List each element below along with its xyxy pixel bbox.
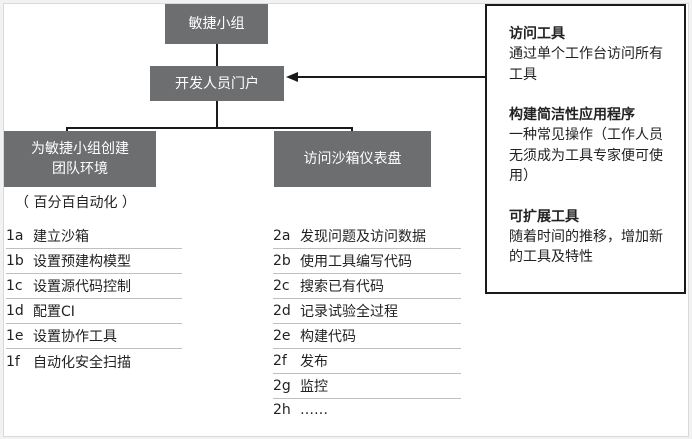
node-root: 敏捷小组 — [165, 4, 268, 44]
node-right-label: 访问沙箱仪表盘 — [303, 151, 402, 167]
item-code: 2b — [273, 253, 291, 269]
item-label: 自动化安全扫描 — [33, 354, 131, 371]
note-group: 构建简洁性应用程序 一种常见操作（工作人员无须成为工具专家便可使用） — [509, 105, 668, 187]
node-root-label: 敏捷小组 — [188, 16, 245, 32]
item-code: 1e — [6, 328, 24, 344]
list-item: 2e 构建代码 — [273, 324, 461, 349]
note-desc: 一种常见操作（工作人员无须成为工具专家便可使用） — [509, 127, 663, 184]
left-subtitle: （ 百分百自动化 ） — [15, 195, 136, 211]
list-item: 1b 设置预建构模型 — [6, 249, 182, 274]
connector-portal-down — [216, 101, 218, 128]
list-item: 2a 发现问题及访问数据 — [273, 224, 461, 249]
arrow-head-icon — [286, 72, 298, 82]
list-item: 2c 搜索已有代码 — [273, 274, 461, 299]
note-group: 可扩展工具 随着时间的推移，增加新的工具及特性 — [509, 207, 668, 268]
list-item: 2d 记录试验全过程 — [273, 299, 461, 324]
connector-horizontal — [66, 127, 352, 129]
list-item: 2b 使用工具编写代码 — [273, 249, 461, 274]
list-item: 1a 建立沙箱 — [6, 224, 182, 249]
connector-to-right — [351, 127, 353, 131]
item-code: 1a — [6, 228, 24, 244]
note-box: 访问工具 通过单个工作台访问所有工具 构建简洁性应用程序 一种常见操作（工作人员… — [485, 4, 686, 294]
list-item: 2g 监控 — [273, 374, 461, 399]
item-code: 2e — [273, 328, 291, 344]
connector-to-left — [66, 127, 68, 131]
item-label: 设置协作工具 — [33, 329, 117, 345]
note-group: 访问工具 通过单个工作台访问所有工具 — [509, 24, 668, 85]
item-label: 构建代码 — [300, 329, 356, 345]
note-title: 构建简洁性应用程序 — [509, 107, 635, 123]
note-title: 访问工具 — [509, 26, 565, 42]
item-code: 1d — [6, 303, 24, 319]
note-title: 可扩展工具 — [509, 208, 579, 225]
item-label: 设置预建构模型 — [33, 254, 131, 270]
connector-root-portal — [216, 44, 218, 66]
item-label: 配置CI — [33, 304, 75, 320]
item-label: 设置源代码控制 — [33, 279, 131, 295]
left-list: 1a 建立沙箱 1b 设置预建构模型 1c 设置源代码控制 1d 配置CI 1e 设置协作… — [6, 224, 182, 374]
node-right: 访问沙箱仪表盘 — [274, 131, 431, 187]
item-label: 监控 — [300, 379, 328, 395]
item-label: 发布 — [300, 354, 328, 370]
item-label: 记录试验全过程 — [300, 304, 398, 320]
item-code: 2a — [273, 228, 291, 244]
right-list: 2a 发现问题及访问数据 2b 使用工具编写代码 2c 搜索已有代码 2d 记录试验全过… — [273, 224, 461, 421]
item-code: 2g — [273, 378, 291, 394]
item-label: 建立沙箱 — [33, 229, 89, 245]
list-item: 2f 发布 — [273, 349, 461, 374]
node-left-label: 为敏捷小组创建 团队环境 — [31, 141, 129, 177]
item-label: 使用工具编写代码 — [300, 254, 412, 270]
item-code: 1c — [6, 278, 23, 294]
item-label: …… — [300, 402, 328, 418]
item-code: 1b — [6, 253, 24, 269]
list-item: 1d 配置CI — [6, 299, 182, 324]
list-item: 1e 设置协作工具 — [6, 324, 182, 349]
item-code: 2c — [273, 278, 290, 294]
node-left: 为敏捷小组创建 团队环境 — [4, 131, 156, 187]
note-desc: 通过单个工作台访问所有工具 — [509, 46, 663, 83]
list-item: 1c 设置源代码控制 — [6, 274, 182, 299]
item-code: 1f — [6, 353, 20, 370]
item-code: 2h — [273, 402, 291, 418]
node-portal-label: 开发人员门户 — [175, 75, 259, 92]
node-portal: 开发人员门户 — [150, 66, 284, 101]
list-item: 2h …… — [273, 399, 461, 421]
item-code: 2d — [273, 303, 291, 319]
item-label: 发现问题及访问数据 — [300, 229, 426, 245]
list-item: 1f 自动化安全扫描 — [6, 349, 182, 374]
note-desc: 随着时间的推移，增加新的工具及特性 — [509, 228, 663, 266]
arrow-line — [296, 76, 485, 78]
item-label: 搜索已有代码 — [300, 279, 384, 295]
item-code: 2f — [273, 353, 287, 369]
